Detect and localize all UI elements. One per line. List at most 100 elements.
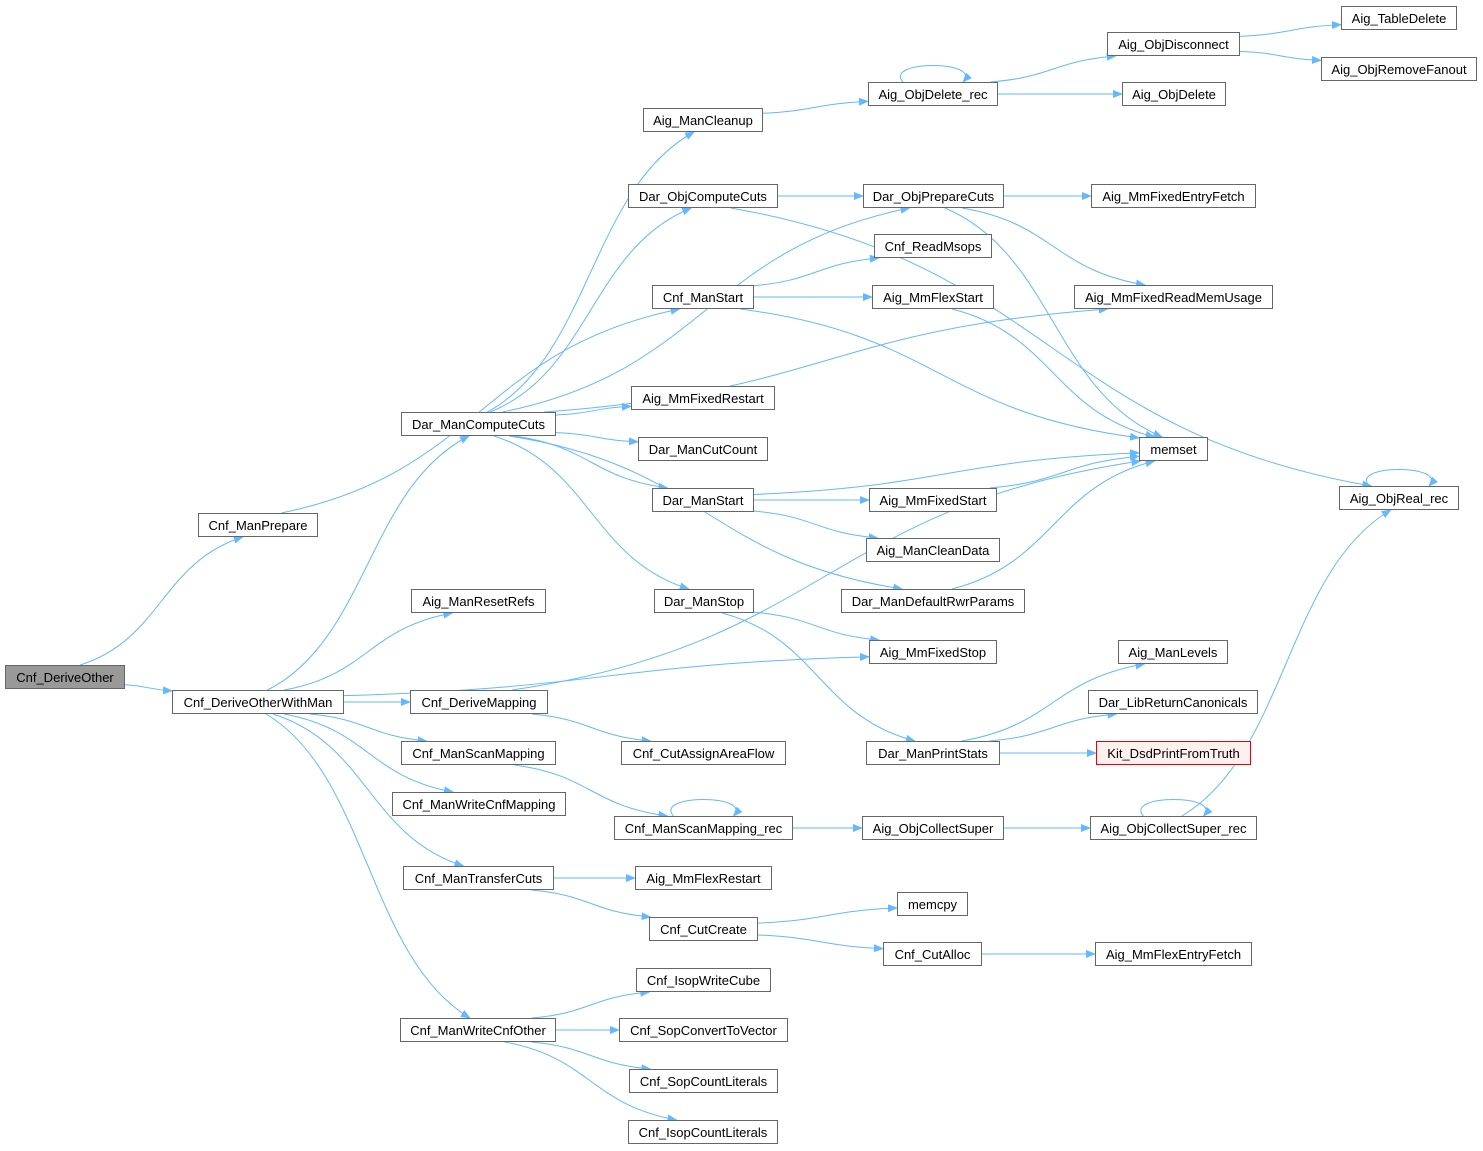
node-aig-mmflexrestart[interactable]: Aig_MmFlexRestart	[635, 866, 772, 890]
edge-dar-mancomputecuts-to-aig-mmfixedreadmemusage	[544, 305, 1109, 413]
node-aig-objdelete[interactable]: Aig_ObjDelete	[1122, 82, 1226, 106]
edge-dar-mancomputecuts-to-aig-mmfixedrestart	[555, 402, 632, 416]
node-cnf-manscanmapping-rec[interactable]: Cnf_ManScanMapping_rec	[614, 816, 793, 840]
edge-dar-mancomputecuts-to-dar-mancutcount	[555, 432, 639, 446]
node-dar-mancomputecuts[interactable]: Dar_ManComputeCuts	[401, 412, 556, 436]
edge-cnf-manscanmapping-rec-to-cnf-manscanmapping-rec	[670, 799, 743, 817]
node-aig-mmfixedrestart[interactable]: Aig_MmFixedRestart	[631, 386, 775, 410]
edge-cnf-manwritecnfother-to-cnf-isopwritecube	[532, 988, 651, 1019]
edge-cnf-manscanmapping-to-cnf-manscanmapping-rec	[514, 764, 669, 819]
node-dar-objcomputecuts[interactable]: Dar_ObjComputeCuts	[628, 184, 778, 208]
node-dar-manstart[interactable]: Dar_ManStart	[652, 488, 754, 512]
node-aig-mmfixedreadmemusage[interactable]: Aig_MmFixedReadMemUsage	[1074, 285, 1273, 309]
node-aig-objdelete-rec[interactable]: Aig_ObjDelete_rec	[868, 82, 998, 106]
node-dar-mandefaultrwrparams[interactable]: Dar_ManDefaultRwrParams	[841, 589, 1025, 613]
edge-dar-manprintstats-to-aig-manlevels	[961, 661, 1146, 742]
edge-cnf-manprepare-to-cnf-manstart	[281, 306, 681, 514]
edge-dar-mancomputecuts-to-dar-objpreparecuts	[502, 205, 911, 413]
node-cnf-isopwritecube[interactable]: Cnf_IsopWriteCube	[636, 968, 771, 992]
node-aig-mmfixedstart[interactable]: Aig_MmFixedStart	[869, 488, 997, 512]
node-aig-objcollectsuper[interactable]: Aig_ObjCollectSuper	[862, 816, 1004, 840]
node-cnf-readmsops[interactable]: Cnf_ReadMsops	[874, 234, 992, 258]
node-cnf-cutassignareaflow[interactable]: Cnf_CutAssignAreaFlow	[621, 741, 786, 765]
edge-cnf-deriveotherwithman-to-cnf-manwritecnfother	[265, 713, 471, 1019]
edge-aig-objcollectsuper-rec-to-aig-objreal-rec	[1181, 509, 1392, 817]
node-cnf-isopcountliterals[interactable]: Cnf_IsopCountLiterals	[628, 1120, 778, 1144]
edge-aig-objdelete-rec-to-aig-objdisconnect	[990, 52, 1117, 83]
node-aig-mmflexentryfetch[interactable]: Aig_MmFlexEntryFetch	[1095, 942, 1252, 966]
node-aig-mmfixedstop[interactable]: Aig_MmFixedStop	[869, 640, 997, 664]
edge-dar-manstart-to-aig-mancleandata	[753, 510, 879, 542]
edge-dar-manprintstats-to-dar-libreturncanonicals	[989, 710, 1118, 742]
edge-cnf-deriveother-to-cnf-manprepare	[80, 535, 244, 666]
edge-dar-manstop-to-aig-mmfixedstop	[753, 611, 881, 644]
edge-cnf-deriveotherwithman-to-aig-manresetrefs	[284, 610, 454, 691]
edge-cnf-manwritecnfother-to-cnf-isopcountliterals	[504, 1041, 678, 1123]
node-aig-objremovefanout[interactable]: Aig_ObjRemoveFanout	[1321, 57, 1477, 81]
node-cnf-manstart[interactable]: Cnf_ManStart	[652, 285, 754, 309]
node-aig-objreal-rec[interactable]: Aig_ObjReal_rec	[1339, 486, 1459, 510]
edge-aig-mmfixedstart-to-memset	[989, 453, 1140, 489]
node-cnf-manscanmapping[interactable]: Cnf_ManScanMapping	[401, 741, 556, 765]
edge-aig-mancleanup-to-aig-objdelete-rec	[762, 97, 869, 114]
edge-cnf-cutcreate-to-cnf-cutalloc	[757, 934, 884, 953]
edge-cnf-deriveotherwithman-to-cnf-manwritecnfmapping	[283, 713, 454, 795]
edge-cnf-manwritecnfother-to-cnf-sopcountliterals	[531, 1041, 652, 1073]
edge-cnf-deriveother-to-cnf-deriveotherwithman	[124, 684, 173, 695]
node-aig-manlevels[interactable]: Aig_ManLevels	[1118, 640, 1228, 664]
node-aig-manresetrefs[interactable]: Aig_ManResetRefs	[411, 589, 546, 613]
edge-cnf-manstart-to-cnf-readmsops	[753, 254, 880, 287]
node-cnf-cutcreate[interactable]: Cnf_CutCreate	[649, 917, 758, 941]
node-memset[interactable]: memset	[1139, 437, 1208, 461]
edge-aig-objdisconnect-to-aig-tabledelete	[1239, 21, 1342, 37]
edge-cnf-derivemapping-to-memset	[511, 458, 1142, 691]
node-aig-mancleandata[interactable]: Aig_ManCleanData	[866, 538, 1000, 562]
node-aig-objdisconnect[interactable]: Aig_ObjDisconnect	[1107, 32, 1240, 56]
node-cnf-deriveother[interactable]: Cnf_DeriveOther	[5, 665, 125, 689]
node-cnf-mantransfercuts[interactable]: Cnf_ManTransferCuts	[403, 866, 554, 890]
edge-aig-objdelete-rec-to-aig-objdelete-rec	[899, 65, 973, 83]
edge-dar-objpreparecuts-to-memset	[944, 207, 1164, 438]
node-aig-tabledelete[interactable]: Aig_TableDelete	[1341, 6, 1457, 30]
edge-dar-mancomputecuts-to-dar-manstart	[513, 435, 669, 491]
edge-dar-mancomputecuts-to-dar-mandefaultrwrparams	[509, 435, 904, 592]
edge-dar-manstop-to-dar-manprintstats	[721, 612, 916, 743]
node-memcpy[interactable]: memcpy	[897, 892, 968, 916]
node-cnf-manprepare[interactable]: Cnf_ManPrepare	[198, 513, 318, 537]
node-cnf-manwritecnfother[interactable]: Cnf_ManWriteCnfOther	[400, 1018, 556, 1042]
edge-dar-manstart-to-memset	[753, 449, 1140, 495]
edge-aig-mmflexstart-to-memset	[951, 308, 1156, 439]
node-cnf-deriveotherwithman[interactable]: Cnf_DeriveOtherWithMan	[172, 690, 344, 714]
edge-dar-objpreparecuts-to-aig-mmfixedreadmemusage	[961, 207, 1146, 288]
edge-dar-mancomputecuts-to-dar-manstop	[493, 435, 690, 591]
node-cnf-sopconverttovector[interactable]: Cnf_SopConvertToVector	[619, 1018, 788, 1042]
edge-aig-objcollectsuper-rec-to-aig-objcollectsuper-rec	[1140, 799, 1213, 817]
edge-cnf-deriveotherwithman-to-cnf-manscanmapping	[309, 713, 428, 745]
node-dar-mancutcount[interactable]: Dar_ManCutCount	[638, 437, 768, 461]
node-cnf-derivemapping[interactable]: Cnf_DeriveMapping	[410, 690, 548, 714]
node-cnf-cutalloc[interactable]: Cnf_CutAlloc	[883, 942, 982, 966]
node-dar-manstop[interactable]: Dar_ManStop	[654, 589, 754, 613]
edge-aig-objdisconnect-to-aig-objremovefanout	[1239, 50, 1322, 64]
node-kit-dsdprintfromtruth[interactable]: Kit_DsdPrintFromTruth	[1096, 741, 1251, 765]
node-aig-mancleanup[interactable]: Aig_ManCleanup	[643, 108, 763, 132]
node-dar-manprintstats[interactable]: Dar_ManPrintStats	[866, 741, 1000, 765]
edge-dar-objcomputecuts-to-aig-objreal-rec	[730, 207, 1373, 489]
edge-cnf-mantransfercuts-to-cnf-cutcreate	[531, 889, 652, 921]
edge-cnf-derivemapping-to-cnf-cutassignareaflow	[531, 713, 652, 745]
node-cnf-manwritecnfmapping[interactable]: Cnf_ManWriteCnfMapping	[392, 792, 566, 816]
node-aig-mmfixedentryfetch[interactable]: Aig_MmFixedEntryFetch	[1091, 184, 1256, 208]
edge-cnf-manstart-to-memset	[740, 308, 1140, 441]
edge-dar-mandefaultrwrparams-to-memset	[951, 459, 1156, 590]
node-aig-mmflexstart[interactable]: Aig_MmFlexStart	[872, 285, 994, 309]
edge-dar-mancomputecuts-to-dar-objcomputecuts	[490, 207, 693, 413]
node-dar-objpreparecuts[interactable]: Dar_ObjPrepareCuts	[863, 184, 1004, 208]
node-aig-objcollectsuper-rec[interactable]: Aig_ObjCollectSuper_rec	[1090, 816, 1257, 840]
edge-aig-objreal-rec-to-aig-objreal-rec	[1365, 469, 1439, 487]
edge-cnf-deriveotherwithman-to-dar-mancomputecuts	[267, 435, 470, 691]
edge-cnf-cutcreate-to-memcpy	[757, 904, 898, 924]
edge-cnf-deriveotherwithman-to-cnf-mantransfercuts	[272, 713, 465, 868]
node-cnf-sopcountliterals[interactable]: Cnf_SopCountLiterals	[629, 1069, 778, 1093]
node-dar-libreturncanonicals[interactable]: Dar_LibReturnCanonicals	[1088, 690, 1258, 714]
